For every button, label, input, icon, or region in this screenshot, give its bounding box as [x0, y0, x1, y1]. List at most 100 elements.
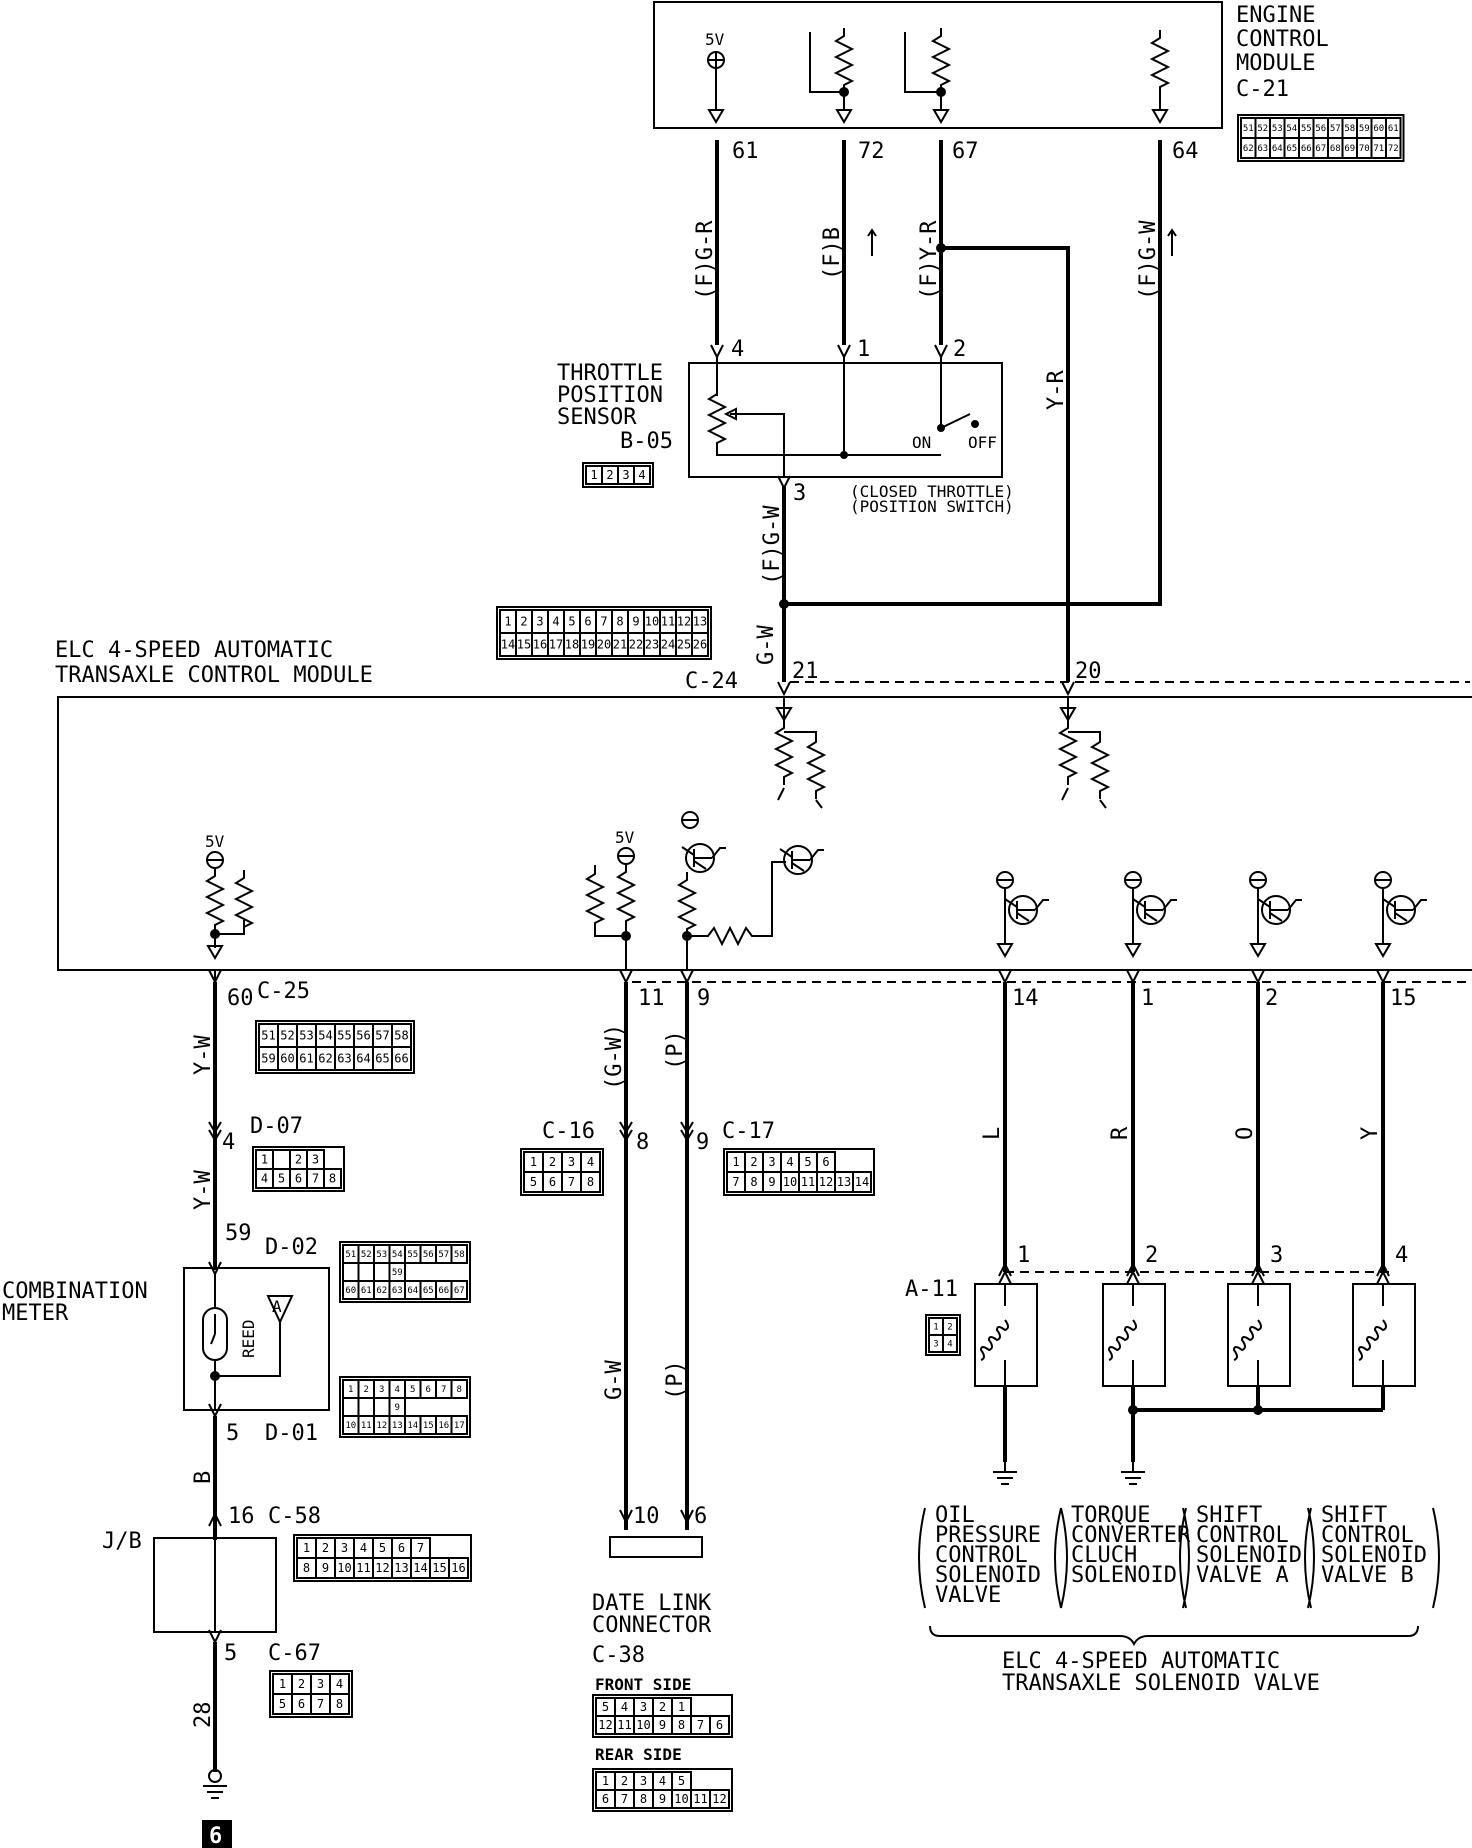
c38-front-pin-number: 6	[716, 1718, 723, 1732]
d02-id: D-02	[265, 1235, 318, 1260]
c17-connector-pin-number: 4	[786, 1155, 793, 1169]
solenoid-name-line: SOLENOID	[1071, 1563, 1177, 1588]
c16-pin: 8	[636, 1130, 649, 1155]
d02-connector-pin-number: 66	[438, 1286, 449, 1296]
c38-rear-pin-number: 9	[659, 1792, 666, 1806]
c58-connector-pin-number: 13	[394, 1561, 408, 1575]
ecm-connector-pin-number: 58	[1344, 124, 1355, 134]
tps-connector-pin-number: 1	[590, 468, 597, 482]
c58-connector-pin-number: 16	[451, 1561, 465, 1575]
ecm-connector-cavity	[1385, 137, 1402, 159]
ecm-terminal-72	[836, 109, 852, 123]
driver-out-terminal	[1376, 969, 1390, 985]
d02-connector-pin-number: 64	[407, 1286, 418, 1296]
d02-connector-pin-number: 59	[392, 1268, 403, 1278]
c24-connector-pin-number: 17	[549, 638, 563, 652]
c25-connector-pin-number: 53	[299, 1029, 313, 1043]
ecm-connector-pin-number: 72	[1388, 144, 1399, 154]
d07-connector-cavity	[323, 1168, 342, 1189]
tcm-20-split	[1068, 731, 1101, 738]
tcm-pin-1: 1	[1141, 986, 1154, 1011]
c17-junction	[680, 1121, 694, 1142]
c25-connector-pin-number: 62	[318, 1052, 332, 1066]
driver-transistor	[1004, 895, 1050, 925]
d07-connector-pin-number: 2	[295, 1153, 302, 1167]
c24-connector-pin-number: 6	[584, 615, 591, 629]
c58-connector-pin-number: 5	[379, 1541, 386, 1555]
ecm-connector-pin-number: 62	[1243, 144, 1254, 154]
c17-connector-cavity	[852, 1171, 872, 1193]
c38-rear-pin-number: 10	[674, 1792, 688, 1806]
solenoid-coil	[1358, 1319, 1387, 1361]
tcm-11-9-terminals	[619, 969, 694, 985]
d01-connector-pin-number: 4	[395, 1385, 400, 1395]
ecm-72-pullup	[809, 32, 844, 93]
ecm-connector-id: C-21	[1236, 77, 1289, 102]
wire-label-y-w-2: Y-W	[191, 1170, 216, 1210]
c17-connector-pin-number: 14	[855, 1175, 869, 1189]
ecm-terminal-64	[1152, 109, 1168, 123]
d02-connector-pin-number: 56	[423, 1250, 434, 1260]
tps-node-1	[840, 451, 848, 459]
solenoid-name-line: OIL	[935, 1503, 975, 1528]
solenoid-name-line: CLUCH	[1071, 1543, 1137, 1568]
d07-connector-pin-number: 3	[312, 1153, 319, 1167]
d07-id: D-07	[250, 1114, 303, 1139]
c24-connector-pin-number: 3	[536, 615, 543, 629]
a11-id: A-11	[905, 1277, 958, 1302]
c24-connector-pin-number: 19	[581, 638, 595, 652]
d01-connector-pin-number: 16	[438, 1421, 449, 1431]
tcm-pin-2: 2	[1265, 986, 1278, 1011]
junction-y-r	[936, 243, 946, 253]
c38-rear-pin-number: 6	[602, 1792, 609, 1806]
c38-rear-pin-number: 11	[693, 1792, 707, 1806]
d02-connector-pin-number: 58	[454, 1250, 465, 1260]
d07-connector-pin-number: 1	[261, 1153, 268, 1167]
ground-junction-b	[1253, 1405, 1263, 1415]
solenoid-pin: 3	[1270, 1243, 1283, 1268]
tcm-5v-a-label: 5V	[205, 832, 225, 851]
c58-connector-pin-number: 8	[303, 1561, 310, 1575]
tcm-60-join	[215, 920, 245, 935]
switch-on-label: ON	[912, 433, 931, 452]
driver-transistor	[1132, 895, 1178, 925]
c24-connector-pin-number: 15	[517, 638, 531, 652]
d01-connector-pin-number: 2	[364, 1385, 369, 1395]
ecm-connector-pin-number: 70	[1359, 144, 1370, 154]
wire-label-solenoid: O	[1233, 1127, 1258, 1140]
d07-connector-pin-number: 4	[261, 1172, 268, 1186]
d01-connector-cavity	[450, 1415, 468, 1435]
c24-connector-pin-number: 14	[501, 638, 515, 652]
solenoid-drivers	[996, 871, 1428, 985]
c24-connector-pin-number: 9	[632, 615, 639, 629]
c58-connector-pin-number: 10	[337, 1561, 351, 1575]
c24-terminals	[777, 681, 1075, 697]
c38-front-pin-number: 1	[678, 1700, 685, 1714]
tps-pin-3: 3	[793, 481, 806, 506]
driver-terminal	[1125, 943, 1141, 957]
dlc-pin-10: 10	[633, 1504, 660, 1529]
c16-connector-pin-number: 7	[568, 1175, 575, 1189]
c67-connector-pin-number: 4	[336, 1677, 343, 1691]
d02-connector-pin-number: 63	[392, 1286, 403, 1296]
d01-connector-pin-number: 9	[395, 1403, 400, 1413]
a11-connector-cavity	[942, 1334, 958, 1353]
solenoid-name-line: VALVE A	[1196, 1563, 1289, 1588]
ecm-connector-pin-number: 57	[1330, 124, 1341, 134]
solenoid-coil	[980, 1319, 1009, 1361]
c24-pin-21: 21	[792, 659, 819, 684]
solenoid-name-line: CONTROL	[1321, 1523, 1414, 1548]
c17-connector-pin-number: 9	[768, 1175, 775, 1189]
c38-rear-cavity	[709, 1789, 730, 1809]
ecm-connector-pin-number: 52	[1257, 124, 1268, 134]
solenoid-name-bracket-right	[1307, 1507, 1315, 1609]
tcm-9-resistor	[678, 871, 696, 938]
solenoid-coil	[1108, 1319, 1137, 1361]
c24-connector-pin-number: 12	[677, 615, 691, 629]
tcm-box	[57, 696, 1472, 971]
c24-id: C-24	[685, 669, 738, 694]
c16-connector-pin-number: 4	[587, 1155, 594, 1169]
